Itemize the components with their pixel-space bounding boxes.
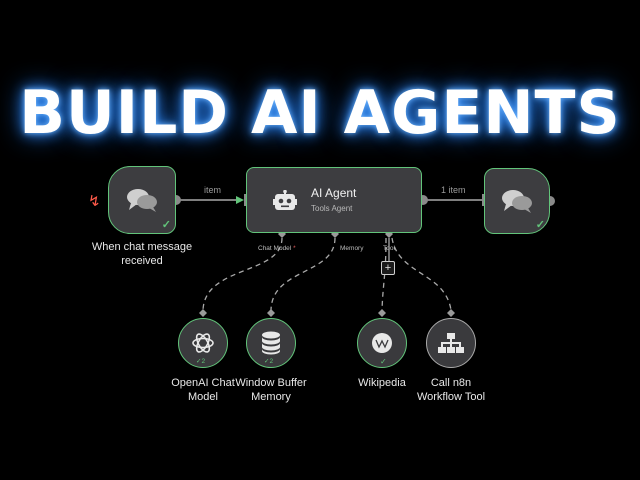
trigger-bolt-icon: ↯ <box>88 193 101 210</box>
ai-agent-node[interactable]: AI Agent Tools Agent <box>246 167 422 233</box>
trigger-node[interactable]: ✓ <box>108 166 176 234</box>
agent-title: AI Agent <box>311 186 357 200</box>
wire-memory <box>270 237 336 311</box>
subnode-badge: ✓2 <box>264 358 274 365</box>
subnode-caption: Wikipedia <box>358 377 406 389</box>
subnode-badge: ✓2 <box>196 358 206 365</box>
agent-subtitle: Tools Agent <box>311 204 353 213</box>
port-label-chat-model: Chat Model * <box>258 245 296 252</box>
subnode-badge: ✓ <box>380 357 387 366</box>
openai-icon <box>192 333 214 353</box>
subnode-call-n8n-workflow-tool[interactable] <box>426 318 476 368</box>
subnode-window-buffer-memory[interactable]: ✓2 <box>246 318 296 368</box>
subnode-openai-chat-model[interactable]: ✓2 <box>178 318 228 368</box>
edge-out-label: 1 item <box>441 185 466 195</box>
headline: BUILD AI AGENTS <box>19 78 621 148</box>
wikipedia-icon <box>372 333 392 353</box>
edge-in-label: item <box>204 185 222 195</box>
port-label-tool: Tool <box>383 245 395 252</box>
subnode-wikipedia[interactable]: ✓ <box>357 318 407 368</box>
add-tool-button[interactable]: + <box>381 261 395 275</box>
sitemap-icon <box>438 333 464 353</box>
output-chat-node[interactable]: ✓ <box>484 168 550 234</box>
wire-workflow-tool <box>391 237 452 311</box>
success-check-icon: ✓ <box>161 219 171 231</box>
edge-arrowhead <box>236 196 244 204</box>
success-check-icon: ✓ <box>535 219 545 231</box>
wire-chat-model <box>202 237 283 311</box>
chat-bubbles-icon <box>127 189 157 212</box>
wire-wikipedia <box>381 237 387 311</box>
robot-icon <box>273 190 297 210</box>
trigger-caption: When chat message received <box>91 241 193 267</box>
database-icon <box>262 331 280 355</box>
port-label-memory: Memory <box>340 245 364 252</box>
chat-bubbles-icon <box>502 190 532 213</box>
